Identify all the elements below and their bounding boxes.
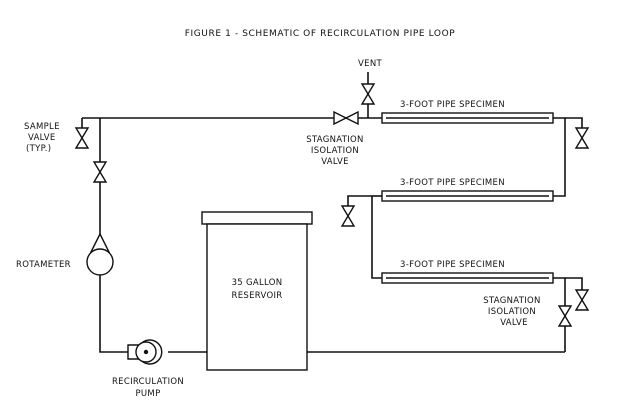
pipe-specimen-1 — [381, 112, 554, 124]
sample-valve-left-icon[interactable] — [74, 118, 90, 149]
pump-label-2: PUMP — [135, 389, 160, 399]
stagnation-top-label-3: VALVE — [321, 157, 349, 167]
sample-valve-top-right-icon[interactable] — [574, 127, 590, 149]
reservoir-label-1: 35 GALLON — [232, 278, 283, 288]
pipe-specimen-3 — [381, 272, 554, 284]
stagnation-bottom-label-1: STAGNATION — [483, 296, 540, 306]
specimen-label-2: 3-FOOT PIPE SPECIMEN — [400, 178, 505, 188]
figure-title: FIGURE 1 - SCHEMATIC OF RECIRCULATION PI… — [185, 29, 456, 39]
sample-valve-bottom-right-icon[interactable] — [574, 289, 590, 311]
stagnation-top-label-2: ISOLATION — [311, 146, 359, 156]
pump-label-1: RECIRCULATION — [112, 377, 184, 387]
pipe-specimen-2 — [381, 190, 554, 202]
rotameter-icon[interactable] — [86, 232, 114, 276]
sample-valve-label-1: SAMPLE — [24, 122, 60, 132]
riser-valve-icon[interactable] — [92, 161, 108, 183]
sample-valve-label-2: VALVE — [28, 133, 56, 143]
rotameter-label: ROTAMETER — [16, 260, 71, 270]
stagnation-top-label-1: STAGNATION — [306, 135, 363, 145]
specimen-label-3: 3-FOOT PIPE SPECIMEN — [400, 260, 505, 270]
vent-label: VENT — [358, 59, 382, 69]
specimen-label-1: 3-FOOT PIPE SPECIMEN — [400, 100, 505, 110]
stagnation-isolation-valve-top-icon[interactable] — [333, 110, 359, 126]
reservoir-tank[interactable] — [201, 211, 313, 371]
reservoir-label-2: RESERVOIR — [232, 291, 283, 301]
stagnation-bottom-label-3: VALVE — [500, 318, 528, 328]
sample-valve-middle-icon[interactable] — [340, 205, 356, 227]
recirculation-pump-icon[interactable] — [127, 339, 163, 365]
vent-valve-icon[interactable] — [360, 83, 376, 105]
stagnation-bottom-label-2: ISOLATION — [488, 307, 536, 317]
sample-valve-label-3: (TYP.) — [26, 144, 51, 154]
stagnation-isolation-valve-bottom-icon[interactable] — [557, 305, 573, 327]
